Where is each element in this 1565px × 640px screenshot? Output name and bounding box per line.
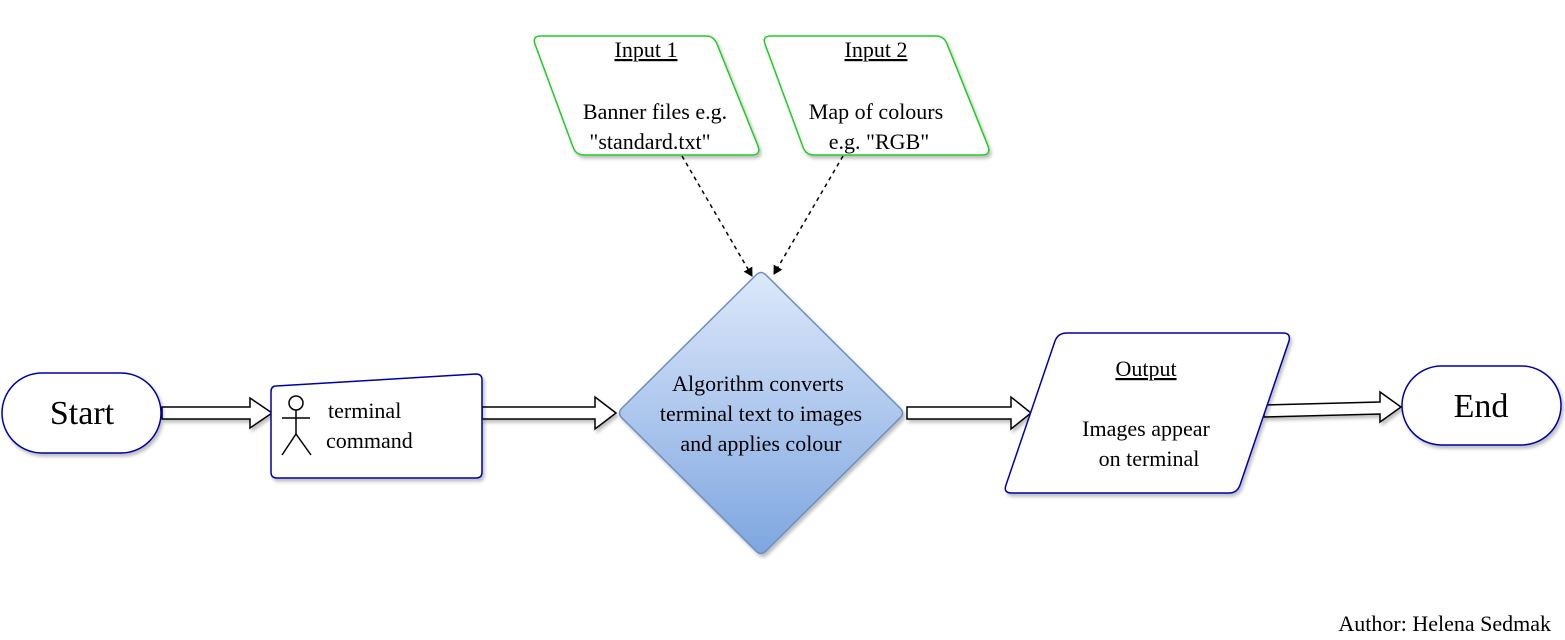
input2-connector bbox=[773, 155, 844, 275]
input1-connector bbox=[681, 155, 753, 277]
arrow-terminal-to-algorithm bbox=[481, 395, 618, 431]
output-node bbox=[1004, 332, 1291, 494]
algorithm-line1: Algorithm converts bbox=[672, 371, 844, 396]
start-label: Start bbox=[50, 395, 115, 432]
output-title: Output bbox=[1115, 356, 1176, 381]
start-node bbox=[1, 372, 162, 454]
input1-title: Input 1 bbox=[615, 37, 678, 62]
terminal-command-line2: command bbox=[326, 428, 413, 453]
arrow-output-to-end bbox=[1263, 390, 1403, 424]
arrow-start-to-terminal bbox=[161, 396, 274, 430]
person-icon bbox=[281, 395, 312, 456]
input2-node bbox=[763, 35, 990, 156]
input2-line2: e.g. "RGB" bbox=[829, 129, 929, 154]
end-node bbox=[1401, 365, 1562, 446]
algorithm-node bbox=[618, 271, 904, 555]
terminal-command-node bbox=[270, 373, 483, 479]
terminal-command-line1: terminal bbox=[328, 398, 401, 423]
input2-title: Input 2 bbox=[845, 37, 908, 62]
author-credit: Author: Helena Sedmak bbox=[1338, 611, 1551, 636]
input1-node bbox=[533, 35, 760, 156]
output-line2: on terminal bbox=[1099, 446, 1200, 471]
algorithm-line3: and applies colour bbox=[680, 431, 842, 456]
arrow-algorithm-to-output bbox=[906, 395, 1033, 431]
input2-line1: Map of colours bbox=[809, 99, 943, 124]
end-label: End bbox=[1454, 388, 1509, 425]
input1-line2: "standard.txt" bbox=[589, 129, 710, 154]
output-line1: Images appear bbox=[1082, 416, 1210, 441]
input1-line1: Banner files e.g. bbox=[583, 99, 727, 124]
algorithm-line2: terminal text to images bbox=[660, 401, 862, 426]
